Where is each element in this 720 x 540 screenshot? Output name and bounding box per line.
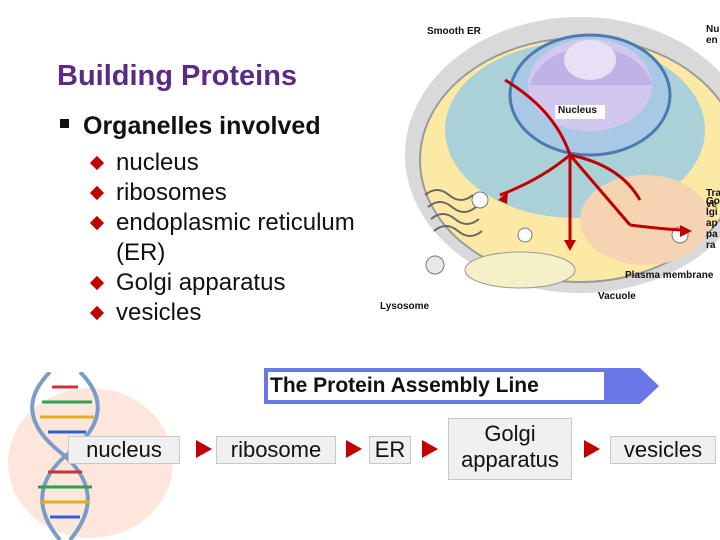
list-item: ribosomes bbox=[89, 178, 355, 208]
step-ribosome: ribosome bbox=[216, 436, 336, 464]
arrow-right-icon bbox=[422, 440, 438, 458]
diamond-bullet-icon bbox=[89, 305, 105, 321]
label-plasma-membrane: Plasma membrane bbox=[625, 270, 714, 281]
label-smooth-er: Smooth ER bbox=[427, 26, 481, 37]
arrow-right-icon bbox=[346, 440, 362, 458]
step-nucleus: nucleus bbox=[68, 436, 180, 464]
organelle-list: nucleus ribosomes endoplasmic reticulum(… bbox=[89, 148, 355, 328]
cell-diagram bbox=[405, 17, 720, 293]
diamond-bullet-icon bbox=[89, 155, 105, 171]
label-vacuole: Vacuole bbox=[598, 291, 636, 302]
subtitle-text: Organelles involved bbox=[83, 112, 321, 140]
subtitle: Organelles involved bbox=[60, 112, 321, 141]
step-golgi-apparatus: Golgi apparatus bbox=[448, 418, 572, 480]
banner-title: The Protein Assembly Line bbox=[270, 374, 539, 397]
diamond-bullet-icon bbox=[89, 215, 105, 231]
slide-title: Building Proteins bbox=[57, 60, 298, 92]
label-transport-partial: Tra ve bbox=[706, 188, 720, 210]
label-lysosome: Lysosome bbox=[380, 301, 430, 312]
arrow-right-icon bbox=[584, 440, 600, 458]
step-er: ER bbox=[369, 436, 411, 464]
diamond-bullet-icon bbox=[89, 275, 105, 291]
arrow-right-icon bbox=[196, 440, 212, 458]
label-nuclear-envelope-partial: Nu en bbox=[706, 24, 720, 46]
list-item: nucleus bbox=[89, 148, 355, 178]
list-item: endoplasmic reticulum(ER) bbox=[89, 208, 355, 268]
assembly-line-banner bbox=[264, 368, 659, 404]
label-golgi-partial: Golgi appara bbox=[706, 196, 720, 251]
list-item: vesicles bbox=[89, 298, 355, 328]
step-vesicles: vesicles bbox=[610, 436, 716, 464]
diamond-bullet-icon bbox=[89, 185, 105, 201]
label-nucleus: Nucleus bbox=[558, 105, 597, 116]
list-item: Golgi apparatus bbox=[89, 268, 355, 298]
square-bullet-icon bbox=[60, 119, 69, 128]
